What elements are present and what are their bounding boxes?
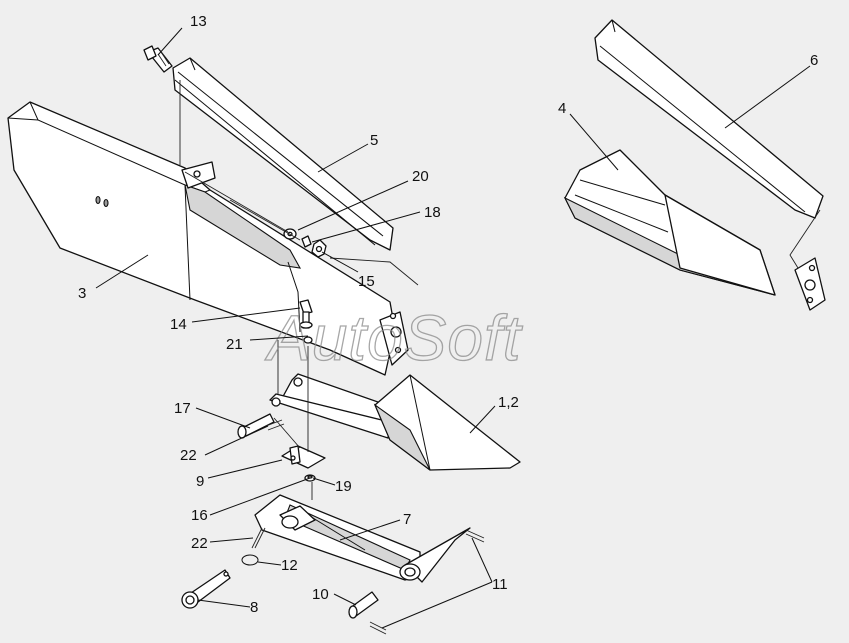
callout-13: 13 [190,13,207,30]
assembly-lines [179,80,821,500]
callout-3: 3 [78,285,86,302]
part-11-cotters [369,529,485,635]
callout-22-upper: 22 [180,447,197,464]
callout-21: 21 [226,336,243,353]
part-17-pin [237,413,285,439]
callout-15: 15 [358,273,375,290]
callout-4: 4 [558,100,566,117]
callout-8: 8 [250,599,258,616]
callout-19: 19 [335,478,352,495]
part-13-bolt [143,45,173,73]
callout-1-2: 1,2 [498,394,519,411]
callout-17: 17 [174,400,191,417]
callout-18: 18 [424,204,441,221]
part-9-bracket [281,445,326,482]
callouts: 13 6 5 4 20 18 15 3 14 21 1,2 17 22 9 19… [78,13,818,616]
callout-10: 10 [312,586,329,603]
part-5-top-cover [172,57,394,251]
callout-7: 7 [403,511,411,528]
callout-16: 16 [191,507,208,524]
part-4-right-shield [563,149,776,296]
part-3-side-shield [7,101,409,376]
part-22-cotter-lower [251,527,266,549]
callout-9: 9 [196,473,204,490]
part-12-ring [241,554,259,566]
callout-22-lower: 22 [191,535,208,552]
callout-11: 11 [492,576,508,593]
callout-5: 5 [370,132,378,149]
callout-14: 14 [170,316,187,333]
leader-lines [95,27,811,629]
callout-12: 12 [281,557,298,574]
parts-14-21-bolt-washer [299,299,313,344]
callout-6: 6 [810,52,818,69]
part-1-2-arm [269,373,521,471]
watermark: AutoSoft [264,302,523,374]
part-10-pin [348,591,379,619]
callout-20: 20 [412,168,429,185]
part-8-pin [181,569,231,609]
part-6-right-cover [594,19,826,311]
